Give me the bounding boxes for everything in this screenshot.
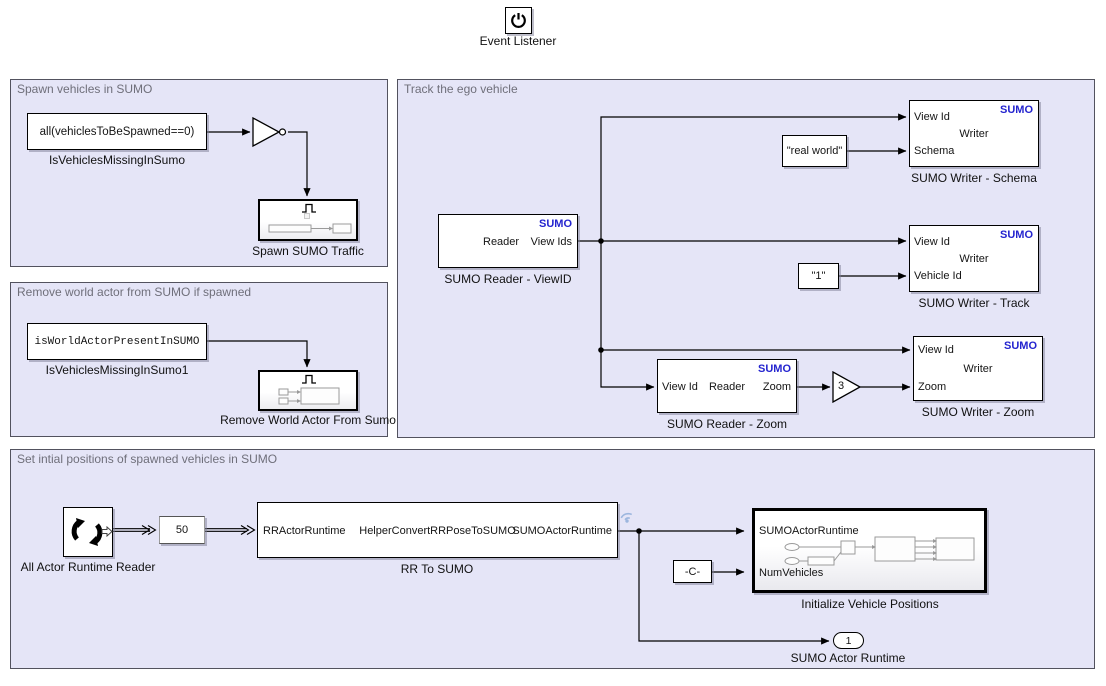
inport-label: View Id [662, 381, 698, 393]
inport-label: Zoom [918, 381, 947, 393]
sumo-reader-viewid-block[interactable]: SUMO Reader View Ids [438, 214, 578, 268]
sumo-tag: SUMO [1000, 104, 1033, 116]
block-label: SUMO Reader - ViewID [444, 272, 572, 286]
sumo-writer-zoom-block[interactable]: SUMO View Id Writer Zoom [913, 336, 1043, 401]
output-port-icon [101, 526, 113, 537]
inport-label: NumVehicles [759, 567, 824, 579]
sumo-actor-runtime-outport[interactable]: 1 [833, 632, 864, 649]
inport-label: Vehicle Id [914, 270, 962, 282]
inport-label: SUMOActorRuntime [759, 525, 859, 537]
power-icon [511, 13, 526, 28]
area-title: Spawn vehicles in SUMO [17, 82, 153, 96]
inport-label: View Id [914, 236, 950, 248]
inport-label: View Id [918, 344, 954, 356]
block-name: Reader [708, 381, 746, 393]
outport-label: View Ids [530, 236, 572, 248]
block-name: Writer [959, 253, 989, 265]
all-actor-runtime-reader-block[interactable] [63, 507, 113, 557]
signal-logging-icon [620, 512, 633, 523]
block-label: SUMO Reader - Zoom [666, 417, 788, 431]
sumo-reader-zoom-block[interactable]: SUMO View Id Reader Zoom [657, 359, 797, 413]
area-title: Set intial positions of spawned vehicles… [17, 452, 278, 466]
refresh-icon [71, 518, 103, 546]
constant-text: "1" [811, 270, 826, 282]
event-listener-block[interactable] [505, 7, 532, 34]
block-label: SUMO Writer - Track [918, 296, 1030, 310]
block-label: SUMO Writer - Schema [911, 171, 1037, 185]
subsystem-preview-icon [784, 536, 975, 566]
inport-label: View Id [914, 111, 950, 123]
sumo-writer-schema-block[interactable]: SUMO View Id Writer Schema [909, 100, 1039, 167]
expression-text: all(vehiclesToBeSpawned==0) [39, 125, 195, 138]
constant-text: "real world" [786, 145, 843, 157]
block-label: IsVehiclesMissingInSumo1 [45, 363, 189, 377]
sumo-tag: SUMO [539, 218, 572, 230]
trigger-port-icon [304, 213, 310, 219]
area-title: Remove world actor from SUMO if spawned [17, 285, 252, 299]
sumo-writer-track-block[interactable]: SUMO View Id Writer Vehicle Id [909, 225, 1039, 292]
constant-text: -C- [684, 565, 701, 578]
outport-label: Zoom [762, 381, 791, 393]
block-name: Writer [963, 363, 993, 375]
area-title: Track the ego vehicle [404, 82, 518, 96]
block-name: Reader [483, 236, 520, 248]
not-gate-block[interactable] [252, 116, 289, 148]
block-label: Remove World Actor From Sumo [220, 413, 396, 427]
real-world-constant-block[interactable]: "real world" [782, 135, 847, 167]
one-constant-block[interactable]: "1" [798, 263, 839, 289]
rr-to-sumo-block[interactable]: RRActorRuntime HelperConvertRRPoseToSUMO… [257, 502, 618, 558]
block-label: Spawn SUMO Traffic [252, 244, 364, 258]
gain-value: 3 [838, 380, 845, 392]
block-label: Initialize Vehicle Positions [801, 597, 939, 611]
area-spawn-vehicles[interactable]: Spawn vehicles in SUMO [10, 79, 388, 267]
outport-number: 1 [845, 634, 852, 647]
block-name: HelperConvertRRPoseToSUMO [359, 525, 516, 537]
rate-transition-block[interactable]: 50 [159, 516, 205, 544]
block-label: All Actor Runtime Reader [20, 560, 156, 574]
trigger-icon [302, 374, 316, 384]
subsystem-preview-icon [268, 223, 352, 234]
gain-block[interactable]: 3 [832, 371, 862, 403]
subsystem-preview-icon [278, 387, 340, 405]
initialize-vehicle-positions-block[interactable]: SUMOActorRuntime NumVehicles [752, 508, 987, 593]
sumo-tag: SUMO [758, 363, 791, 375]
inport-label: RRActorRuntime [263, 525, 346, 537]
block-label: SUMO Writer - Zoom [921, 405, 1035, 419]
c-constant-block[interactable]: -C- [673, 560, 712, 583]
block-label: SUMO Actor Runtime [790, 651, 906, 665]
is-vehicles-missing-block[interactable]: all(vehiclesToBeSpawned==0) [27, 113, 207, 150]
spawn-sumo-traffic-block[interactable] [258, 199, 358, 241]
remove-world-actor-block[interactable] [258, 370, 358, 411]
trigger-icon [302, 203, 316, 213]
block-label: RR To SUMO [400, 562, 474, 576]
inport-label: Schema [914, 145, 955, 157]
block-label: Event Listener [479, 34, 557, 48]
rate-value: 50 [175, 524, 189, 536]
block-name: Writer [959, 128, 989, 140]
is-world-actor-block[interactable]: isWorldActorPresentInSUMO [27, 323, 207, 360]
sumo-tag: SUMO [1000, 229, 1033, 241]
sumo-tag: SUMO [1004, 340, 1037, 352]
block-label: IsVehiclesMissingInSumo [48, 153, 186, 167]
expression-text: isWorldActorPresentInSUMO [34, 335, 200, 348]
outport-label: SUMOActorRuntime [512, 525, 612, 537]
